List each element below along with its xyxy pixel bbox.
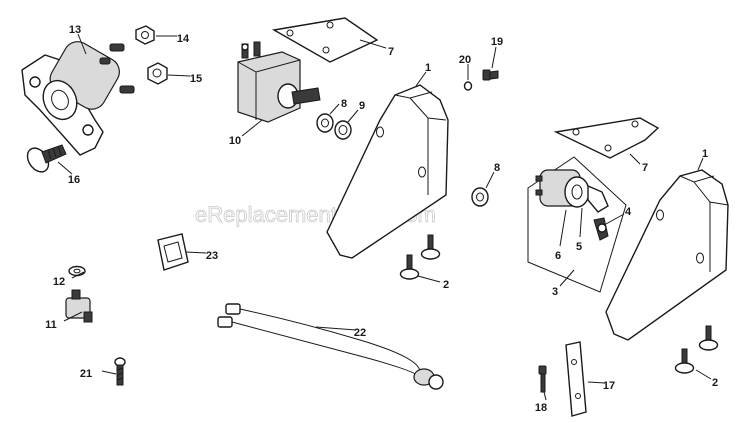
callout-8b: 8	[494, 162, 500, 174]
callout-18: 18	[535, 402, 547, 414]
callout-21: 21	[80, 368, 92, 380]
callout-1b: 1	[702, 148, 708, 160]
callout-7a: 7	[388, 46, 394, 58]
callout-19: 19	[491, 36, 503, 48]
callout-8a: 8	[341, 98, 347, 110]
part-17-plate	[565, 341, 587, 417]
callout-2b: 2	[712, 377, 718, 389]
part-14-nut	[135, 25, 155, 45]
part-18-screw	[538, 365, 547, 393]
callout-16: 16	[68, 174, 80, 186]
part-22-wire-harness	[217, 303, 444, 390]
part-15-nut	[147, 62, 168, 85]
callout-23: 23	[206, 250, 218, 262]
part-12-washer	[68, 265, 86, 277]
part-16-screw	[26, 144, 67, 173]
part-11-plunger-switch	[65, 289, 93, 323]
callout-4: 4	[625, 206, 632, 218]
callout-17: 17	[603, 380, 615, 392]
callout-15: 15	[190, 73, 202, 85]
callout-1a: 1	[425, 62, 431, 74]
callout-14: 14	[177, 33, 190, 45]
callout-3: 3	[552, 286, 558, 298]
callout-5: 5	[576, 241, 582, 253]
callout-11: 11	[45, 319, 57, 331]
part-8-washer-right	[471, 187, 489, 207]
callout-9: 9	[359, 100, 365, 112]
part-1-cover-right	[605, 169, 729, 341]
callout-20: 20	[459, 54, 471, 66]
part-21-screw	[114, 357, 126, 386]
part-19-screw	[482, 69, 499, 81]
part-13-solenoid	[21, 41, 135, 156]
part-10-toggle-switch	[237, 41, 321, 123]
callout-6: 6	[555, 250, 561, 262]
callout-13: 13	[69, 24, 81, 36]
part-2-bolts-right	[674, 325, 719, 374]
part-9-washer	[334, 120, 352, 140]
callout-10: 10	[229, 135, 241, 147]
callout-2a: 2	[443, 279, 449, 291]
part-7-bracket-top	[271, 17, 379, 63]
callout-12: 12	[53, 276, 65, 288]
part-1-cover-left	[326, 84, 449, 259]
part-23-grommet-plate	[157, 233, 189, 271]
leader-lines	[57, 33, 712, 401]
part-8-washer-left	[316, 113, 334, 133]
part-20-washer	[463, 81, 473, 91]
part-7-bracket-right	[553, 117, 660, 159]
callout-22: 22	[354, 327, 366, 339]
callout-7b: 7	[642, 162, 648, 174]
part-2-bolts-left	[399, 234, 441, 280]
part-3-ignition-switch-assembly	[527, 156, 627, 293]
